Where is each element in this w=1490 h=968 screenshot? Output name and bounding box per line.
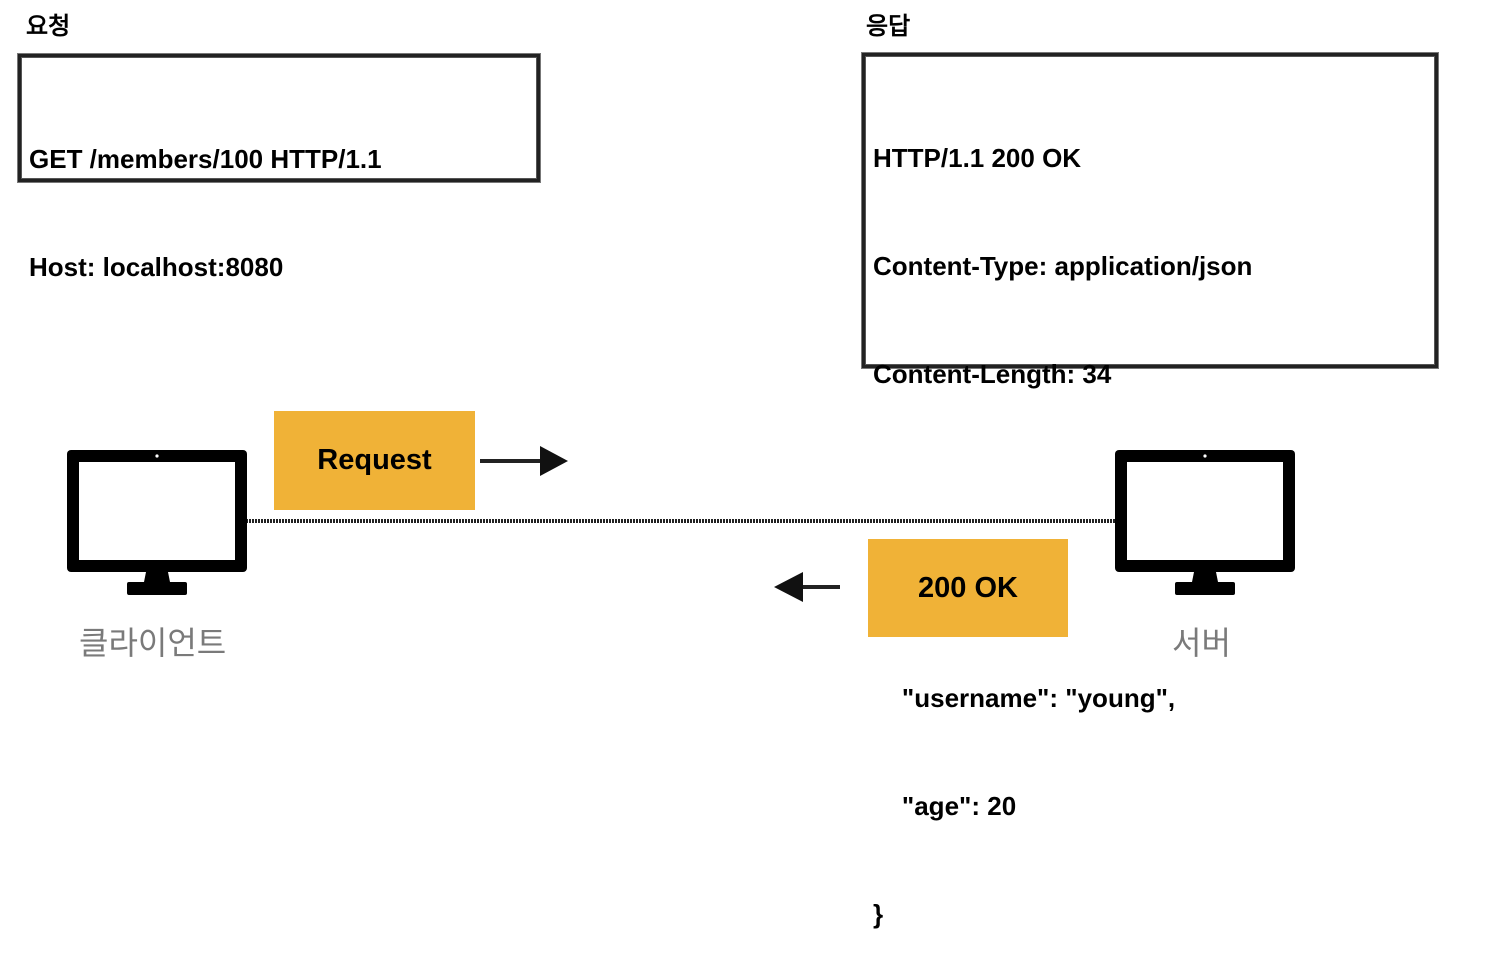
- response-status-line: HTTP/1.1 200 OK: [873, 143, 1082, 173]
- response-label: 200 OK: [918, 571, 1018, 604]
- client-label: 클라이언트: [79, 624, 227, 662]
- request-host-header: Host: localhost:8080: [29, 252, 284, 282]
- flow-diagram: [67, 446, 1295, 602]
- client-monitor-icon: [67, 450, 247, 595]
- response-content-length: Content-Length: 34: [873, 359, 1112, 389]
- request-message-box: GET /members/100 HTTP/1.1 Host: localhos…: [18, 54, 540, 282]
- request-title: 요청: [26, 12, 71, 40]
- response-content-type: Content-Type: application/json: [873, 251, 1253, 281]
- response-body-close: }: [873, 899, 884, 929]
- server-monitor-icon: [1115, 450, 1295, 595]
- request-line: GET /members/100 HTTP/1.1: [29, 144, 382, 174]
- request-label-box: Request: [274, 411, 475, 510]
- server-label: 서버: [1172, 624, 1231, 662]
- response-body-age: "age": 20: [873, 791, 1017, 821]
- request-label: Request: [317, 444, 432, 476]
- response-message-box: HTTP/1.1 200 OK Content-Type: applicatio…: [862, 53, 1438, 929]
- response-label-box: 200 OK: [868, 539, 1068, 637]
- response-arrow-icon: [774, 572, 840, 602]
- request-arrow-icon: [480, 446, 568, 476]
- response-title: 응답: [866, 12, 911, 40]
